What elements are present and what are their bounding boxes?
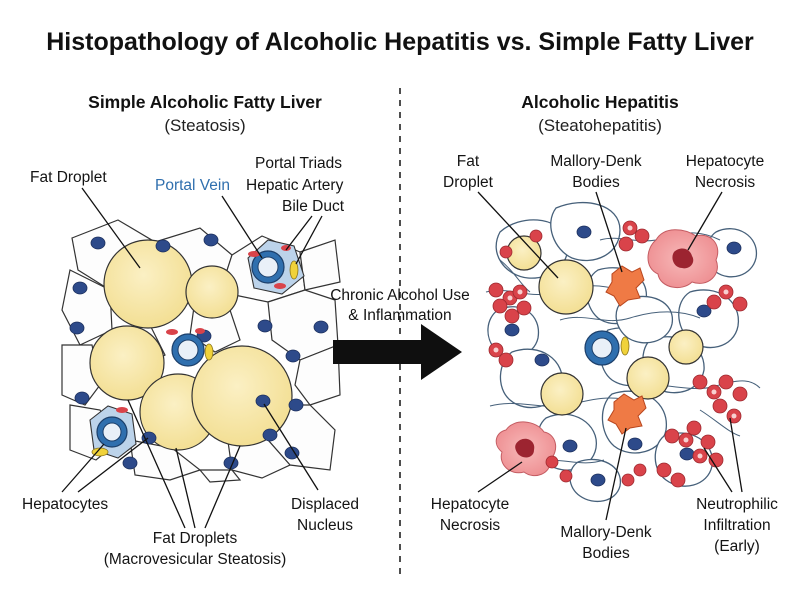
label-mallory-bottom-line2: Bodies (582, 545, 630, 562)
leader-mallory-top (595, 191, 623, 273)
right-panel-title: Alcoholic Hepatitis (521, 92, 679, 112)
nucleus (155, 239, 171, 253)
arrow-label-line1: Chronic Alcohol Use (330, 287, 470, 304)
fat-droplet (185, 265, 239, 319)
label-necrosis-bottom-line1: Hepatocyte (431, 496, 509, 513)
arrow-label-line2: & Inflammation (348, 307, 451, 324)
label-hepatic-artery: Hepatic Artery (246, 177, 344, 194)
fat-droplet (89, 325, 165, 401)
label-necrosis-top-line1: Hepatocyte (686, 153, 764, 170)
nucleus (262, 428, 278, 442)
leader-neutrophil-b (729, 417, 743, 493)
left-panel-title: Simple Alcoholic Fatty Liver (88, 92, 322, 112)
label-mallory-top-line1: Mallory-Denk (550, 153, 642, 170)
nucleus (696, 304, 712, 318)
leader-fat-droplets-a (127, 399, 186, 529)
nucleus (72, 281, 88, 295)
leader-hepatic-artery (285, 215, 313, 251)
nucleus (627, 437, 643, 451)
leader-fat-droplet-right (477, 191, 559, 279)
nucleus (534, 353, 550, 367)
nucleus (74, 391, 90, 405)
leader-displaced-nucleus (263, 403, 319, 491)
left-panel-subtitle: (Steatosis) (164, 116, 245, 135)
label-mallory-top-line2: Bodies (572, 174, 620, 191)
leader-fat-droplets-b (175, 447, 196, 529)
leader-mallory-bottom (605, 427, 627, 521)
nucleus (69, 321, 85, 335)
necrosis-foci (495, 229, 719, 476)
nucleus (288, 398, 304, 412)
nucleus (203, 233, 219, 247)
right-panel-subtitle: (Steatohepatitis) (538, 116, 662, 135)
nucleus (313, 320, 329, 334)
nucleus (122, 456, 138, 470)
nucleus (679, 447, 695, 461)
nucleus (257, 319, 273, 333)
label-neutrophil-line3: (Early) (714, 538, 760, 555)
label-neutrophil-line2: Infiltration (703, 517, 770, 534)
nucleus (504, 323, 520, 337)
mallory-body-bottom (607, 393, 647, 435)
fat-droplets (89, 239, 293, 451)
mallory-denk-bodies (605, 265, 647, 435)
label-hepatocytes: Hepatocytes (22, 496, 108, 513)
mallory-body-top (605, 265, 645, 307)
nucleus (576, 225, 592, 239)
label-fat-droplet: Fat Droplet (30, 169, 107, 186)
leader-portal-vein (221, 195, 263, 259)
label-displaced-nucleus-line1: Displaced (291, 496, 359, 513)
nucleus (590, 473, 606, 487)
label-mallory-bottom-line1: Mallory-Denk (560, 524, 652, 541)
label-portal-triads: Portal Triads (255, 155, 342, 172)
nucleus (562, 439, 578, 453)
fat-droplet (191, 345, 293, 447)
leader-fat-droplet (81, 187, 141, 269)
nucleus (255, 394, 271, 408)
label-displaced-nucleus-line2: Nucleus (297, 517, 353, 534)
fat-droplet (626, 356, 670, 400)
portal-triad-center (166, 328, 214, 367)
portal-triad-upper (247, 239, 305, 295)
label-droplet-line2: Droplet (443, 174, 494, 191)
leader-necrosis-top (687, 191, 723, 251)
label-bile-duct: Bile Duct (282, 198, 345, 215)
portal-triad-inflamed (584, 330, 630, 366)
fat-droplet (540, 372, 584, 416)
label-portal-vein: Portal Vein (155, 177, 230, 194)
label-necrosis-top-line2: Necrosis (695, 174, 756, 191)
nucleus (90, 236, 106, 250)
nucleus (285, 349, 301, 363)
fat-droplet (103, 239, 193, 329)
fat-droplets-inflamed (506, 235, 704, 416)
label-fat-droplets-line1: Fat Droplets (153, 530, 238, 547)
leader-hepatocytes-a (61, 443, 105, 493)
label-necrosis-bottom-line2: Necrosis (440, 517, 501, 534)
nucleus (141, 431, 157, 445)
nucleus (284, 446, 300, 460)
steatosis-tissue (61, 219, 341, 483)
leader-fat-droplets-c (204, 445, 241, 529)
fat-droplet (668, 329, 704, 365)
progression-arrow (333, 324, 462, 380)
label-neutrophil-line1: Neutrophilic (696, 496, 778, 513)
label-fat-droplets-line2: (Macrovesicular Steatosis) (104, 551, 287, 568)
leader-bile-duct (295, 215, 323, 265)
leader-hepatocytes-b (77, 437, 149, 493)
fat-droplet (538, 259, 594, 315)
leader-neutrophil-a (703, 447, 733, 493)
steatohepatitis-tissue (485, 201, 761, 503)
neutrophil-lobes (493, 225, 737, 459)
leader-necrosis-bottom (477, 461, 523, 493)
page-title: Histopathology of Alcoholic Hepatitis vs… (46, 28, 754, 56)
portal-triad-lower (89, 405, 137, 459)
label-fat-line1: Fat (457, 153, 480, 170)
nucleus (726, 241, 742, 255)
